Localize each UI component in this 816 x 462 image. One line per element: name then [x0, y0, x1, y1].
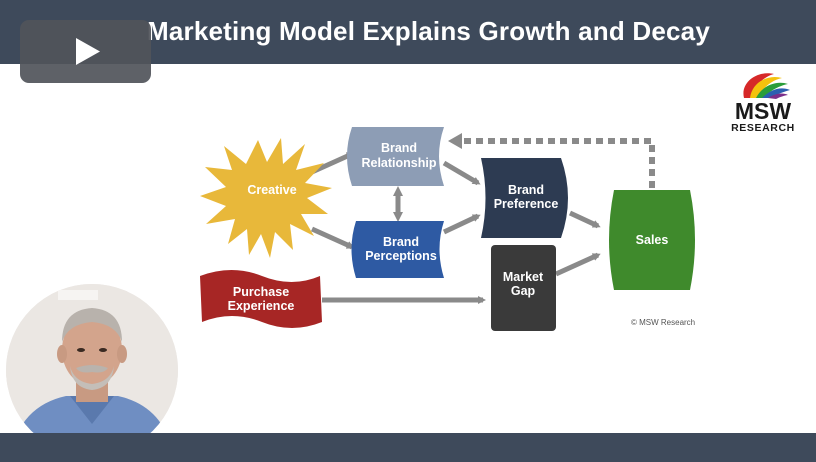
play-icon: [76, 38, 100, 65]
node-brand-preference: [481, 158, 568, 238]
label-creative: Creative: [247, 183, 296, 197]
arrow-gap-to-sales: [554, 252, 601, 277]
label-purchase-experience-2: Experience: [228, 299, 295, 313]
node-market-gap: [491, 245, 556, 331]
arrow-relationship-to-preference: [442, 160, 481, 186]
logo-text: MSW: [734, 98, 792, 124]
label-market-gap-1: Market: [503, 270, 544, 284]
label-brand-relationship-2: Relationship: [361, 156, 436, 170]
label-market-gap-2: Gap: [511, 284, 536, 298]
slide-title: Marketing Model Explains Growth and Deca…: [147, 16, 710, 46]
label-brand-relationship-1: Brand: [381, 141, 417, 155]
node-brand-relationship: [347, 127, 444, 186]
logo-subtitle: RESEARCH: [731, 122, 795, 134]
msw-logo: MSW RESEARCH: [722, 68, 804, 138]
presenter-webcam: [6, 284, 178, 456]
arrow-preference-to-sales: [568, 210, 601, 229]
arrow-creative-to-perceptions: [310, 226, 355, 250]
logo-swirl-icon: [743, 73, 790, 99]
copyright-notice: © MSW Research: [631, 318, 696, 327]
label-brand-perceptions-2: Perceptions: [365, 249, 437, 263]
node-creative: [200, 138, 332, 258]
label-purchase-experience-1: Purchase: [233, 285, 289, 299]
feedback-loop-arrow: [458, 138, 655, 188]
arrow-perceptions-to-preference: [442, 213, 481, 235]
node-purchase-experience: [200, 270, 322, 328]
label-brand-preference-1: Brand: [508, 183, 544, 197]
footer-bar: [0, 433, 816, 462]
label-sales: Sales: [636, 233, 669, 247]
feedback-arrowhead: [448, 133, 462, 149]
node-brand-perceptions: [351, 221, 444, 278]
label-brand-preference-2: Preference: [494, 197, 559, 211]
presenter-avatar-icon: [6, 284, 178, 456]
label-brand-perceptions-1: Brand: [383, 235, 419, 249]
arrow-creative-to-relationship: [310, 151, 355, 175]
diagram-arrows: [310, 151, 601, 304]
play-button[interactable]: [20, 20, 151, 83]
node-sales: [609, 190, 695, 290]
